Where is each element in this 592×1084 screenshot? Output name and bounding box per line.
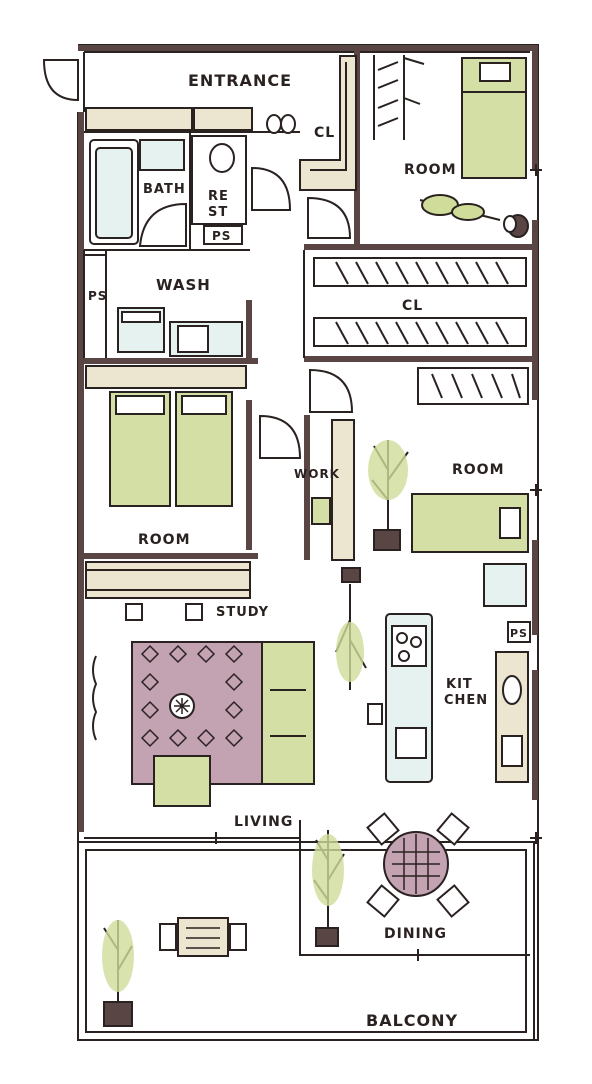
interior-lines [83,131,530,956]
closet-door-swing [307,196,352,239]
island-sink [395,727,427,759]
wash-room: PS WASH [88,276,243,357]
cooktop [391,625,427,667]
room-left-door [259,414,302,459]
shoe-cabinet [85,107,193,131]
ps-kitchen-box [507,621,531,643]
tick-marks [210,164,542,961]
closet-label-middle: CL [402,298,423,314]
balcony-chair-left [159,923,177,951]
middle-closet: CL [307,196,527,347]
curtain-left [92,655,98,741]
closet-label-top: CL [314,125,335,141]
pillow-right [499,507,521,539]
restroom: RE ST PS [191,135,292,245]
ps-left-label: PS [88,289,107,303]
entrance-area: ENTRANCE [42,59,296,134]
entrance-label: ENTRANCE [188,71,292,90]
fridge [483,563,527,607]
bath-label: BATH [143,182,186,197]
room-right-wardrobe [417,367,529,405]
study-desk [85,561,251,599]
balcony-chair-right [229,923,247,951]
rest-door-swing [251,166,292,211]
living-area: STUDY LIVING [85,561,315,830]
pillow-left-1 [115,395,165,415]
room-right-label: ROOM [452,462,505,478]
floor-plant-icon [419,194,501,221]
wash-label: WASH [156,276,211,294]
ps-bath-label: PS [212,229,231,243]
room-right-door [309,368,354,413]
room-right: WORK ROOM [294,367,529,561]
armchair [153,755,211,807]
study-label: STUDY [216,605,269,620]
kitchen-label-1: KIT [446,677,473,692]
dining-plant-icon [312,830,345,947]
potted-tree-icon [368,440,409,551]
living-label: LIVING [234,814,293,830]
balcony: BALCONY [102,917,458,1030]
room-top-label: ROOM [404,162,457,178]
room-left-label: ROOM [138,532,191,548]
kitchen-label-2: CHEN [444,693,488,708]
wardrobe-rack-top [373,55,425,140]
ps-kitchen-label: PS [510,627,528,640]
bath-shower [139,139,185,171]
balcony-rail [77,841,535,1041]
ps-bath-box [203,225,243,245]
balcony-plant-icon [102,920,134,1027]
bathroom: BATH [89,139,187,247]
sofa [261,641,315,785]
pillow-top [479,62,511,82]
work-chair [311,497,331,525]
dining-chairs [366,812,470,918]
room-top: ROOM [373,55,529,238]
rug-pattern [140,644,244,748]
work-desk [331,419,355,561]
study-chairs [125,603,203,621]
room-left-wardrobe [85,365,247,389]
slippers-icon [266,114,296,134]
entrance-closet: CL [299,55,357,191]
pendant-plant-icon [335,567,367,690]
room-left: ROOM [85,365,302,548]
pillow-left-2 [181,395,227,415]
work-label: WORK [294,467,340,481]
balcony-label: BALCONY [366,1011,458,1030]
lamp-icon [503,214,529,238]
balcony-table [177,917,229,957]
dining: DINING [312,812,470,947]
dining-label: DINING [384,926,447,942]
bar-stool [367,703,383,725]
toilet-icon [209,143,235,173]
coffee-table-icon [169,693,195,719]
rest-label-1: RE [208,189,229,204]
kitchen: KIT CHEN PS [335,563,531,783]
entrance-door-swing [42,59,79,102]
rest-label-2: ST [208,205,228,220]
bath-door-swing [138,202,187,247]
